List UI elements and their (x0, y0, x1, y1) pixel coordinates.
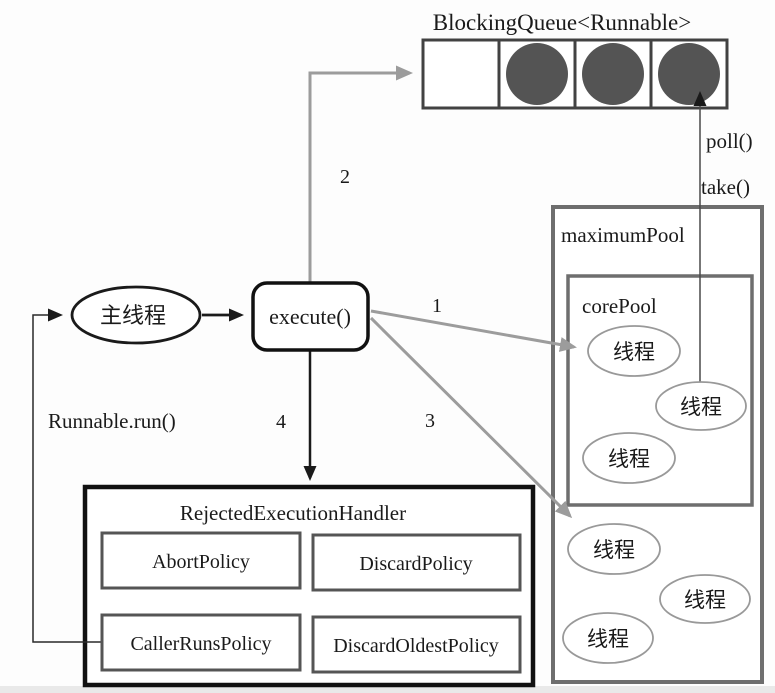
thread-label: 线程 (608, 447, 650, 471)
take-label: take() (701, 175, 750, 199)
discard-policy-label: DiscardPolicy (359, 553, 472, 575)
thread-ellipse (659, 574, 751, 624)
arrow-step1 (370, 309, 577, 352)
maximum-pool-label: maximumPool (561, 223, 685, 247)
task-circle (658, 43, 720, 105)
thread-ellipse (567, 523, 661, 575)
caller-runs-policy-label: CallerRunsPolicy (130, 633, 271, 655)
thread-label: 线程 (613, 340, 655, 364)
task-circle (506, 43, 568, 105)
thread-label: 线程 (593, 538, 635, 562)
thread-ellipses: 线程 线程 线程 线程 线程 线程 (562, 325, 751, 664)
step1-label: 1 (432, 295, 442, 317)
execute-label: execute() (269, 304, 351, 329)
discard-oldest-policy-box (311, 615, 522, 674)
rejected-execution-handler-label: RejectedExecutionHandler (180, 501, 406, 525)
main-thread-label: 主线程 (100, 303, 166, 328)
blocking-queue-title: BlockingQueue<Runnable> (433, 10, 691, 35)
thread-label: 线程 (680, 395, 722, 419)
task-circle (582, 43, 644, 105)
step4-label: 4 (276, 411, 286, 433)
thread-label: 线程 (684, 588, 726, 612)
discard-oldest-policy-label: DiscardOldestPolicy (333, 635, 499, 657)
abort-policy-label: AbortPolicy (152, 551, 250, 573)
policy-boxes: AbortPolicy DiscardPolicy CallerRunsPoli… (100, 531, 522, 674)
thread-ellipse (562, 612, 654, 664)
thread-ellipse (587, 325, 681, 377)
poll-label: poll() (706, 129, 753, 153)
runnable-run-loop (32, 308, 104, 643)
caller-runs-policy-box (100, 613, 302, 672)
execute-box (251, 281, 370, 352)
thread-ellipse (655, 381, 747, 431)
discard-policy-box (311, 533, 522, 592)
bottom-strip (0, 686, 775, 693)
step2-label: 2 (340, 166, 350, 188)
main-thread-ellipse (70, 285, 202, 345)
thread-ellipse (582, 432, 676, 484)
core-pool-label: corePool (582, 294, 657, 318)
arrow-step2 (308, 65, 413, 283)
runnable-run-label: Runnable.run() (48, 409, 176, 433)
abort-policy-box (100, 531, 302, 590)
thread-label: 线程 (587, 627, 629, 651)
step3-label: 3 (425, 410, 435, 432)
arrow-step3 (369, 316, 573, 519)
